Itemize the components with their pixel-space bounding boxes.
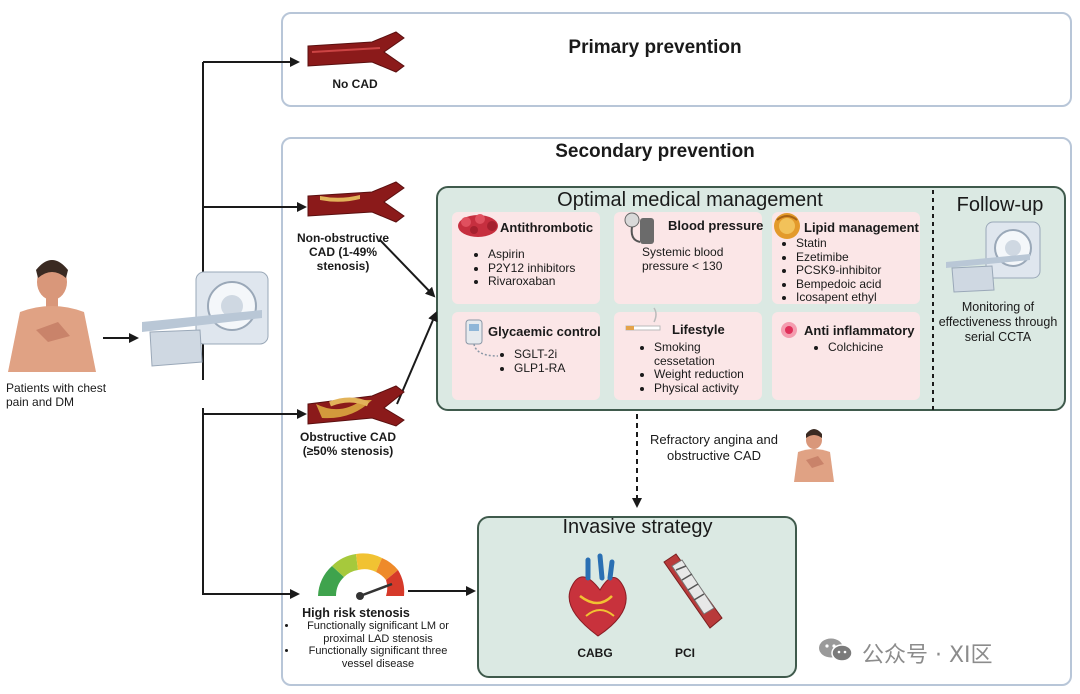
list-item: Aspirin	[488, 247, 575, 262]
card-antithrombotic-title: Antithrombotic	[500, 220, 594, 235]
non-obstructive-label: Non-obstructive CAD (1-49% stenosis)	[296, 231, 389, 273]
secondary-prevention-title: Secondary prevention	[555, 141, 755, 162]
card-antithrombotic-list: Aspirin P2Y12 inhibitors Rivaroxaban	[474, 247, 575, 289]
glucose-meter-icon	[465, 319, 499, 357]
card-lipid: Lipid management Statin Ezetimibe PCSK9-…	[772, 212, 920, 304]
high-risk-list: Functionally significant LM or proximal …	[286, 620, 458, 670]
followup-text: Monitoring of effectiveness through seri…	[938, 300, 1058, 344]
card-anti-inflammatory-title: Anti inflammatory	[804, 323, 915, 338]
omm-title: Optimal medical management	[557, 189, 823, 211]
list-item: P2Y12 inhibitors	[488, 261, 575, 276]
list-item: Bempedoic acid	[796, 277, 881, 292]
card-glycaemic-title: Glycaemic control	[488, 324, 601, 339]
card-lipid-title: Lipid management	[804, 220, 919, 235]
patient-icon	[8, 260, 96, 372]
list-item: Functionally significant three vessel di…	[298, 645, 458, 670]
patient-label: Patients with chest pain and DM	[6, 381, 107, 409]
list-item: Icosapent ethyl	[796, 290, 881, 305]
obstructive-label: Obstructive CAD (≥50% stenosis)	[299, 430, 397, 458]
ct-scanner-followup-icon	[946, 221, 1041, 293]
card-lifestyle-list: Smoking cessetation Weight reduction Phy…	[640, 340, 744, 396]
watermark: 公众号 · XI区	[818, 635, 1058, 668]
stent-icon	[663, 553, 723, 629]
inflammation-icon	[781, 322, 797, 338]
ct-scanner-icon	[142, 271, 269, 367]
list-item: Ezetimibe	[796, 250, 881, 265]
list-item: Functionally significant LM or proximal …	[298, 620, 458, 645]
list-item: SGLT-2i	[514, 347, 565, 362]
lipid-icon	[774, 213, 800, 239]
watermark-text: 公众号 · XI区	[862, 643, 993, 668]
list-item: Weight reduction	[654, 367, 744, 382]
followup-title: Follow-up	[956, 194, 1044, 216]
artery-non-obstructive-icon	[307, 181, 405, 223]
card-blood-pressure-text: Systemic blood pressure < 130	[642, 245, 724, 273]
invasive-title: Invasive strategy	[562, 516, 713, 538]
card-anti-inflammatory-list: Colchicine	[814, 340, 883, 355]
primary-prevention-box	[281, 12, 1072, 107]
card-lifestyle-title: Lifestyle	[672, 322, 725, 337]
refractory-label: Refractory angina and obstructive CAD	[650, 432, 778, 463]
no-cad-label: No CAD	[332, 77, 378, 91]
list-item: Colchicine	[828, 340, 883, 355]
wechat-icon	[818, 637, 854, 663]
invasive-box	[477, 516, 797, 678]
risk-gauge-icon	[318, 553, 405, 600]
heart-icon	[568, 553, 627, 637]
list-item: PCSK9-inhibitor	[796, 263, 881, 278]
blood-pressure-icon	[624, 212, 654, 244]
cabg-label: CABG	[577, 646, 613, 660]
list-item: GLP1-RA	[514, 361, 565, 376]
card-lipid-list: Statin Ezetimibe PCSK9-inhibitor Bempedo…	[782, 236, 881, 305]
list-item: Statin	[796, 236, 881, 251]
list-item: Physical activity	[654, 381, 744, 396]
high-risk-title: High risk stenosis	[302, 606, 410, 620]
card-anti-inflammatory: Anti inflammatory Colchicine	[772, 312, 920, 400]
cigarette-icon	[625, 307, 661, 331]
patient-small-icon	[794, 429, 834, 482]
card-blood-pressure: Blood pressure Systemic blood pressure <…	[614, 212, 764, 304]
pci-label: PCI	[674, 646, 695, 660]
list-item: Rivaroxaban	[488, 274, 575, 289]
artery-obstructive-icon	[307, 385, 405, 427]
primary-prevention-title: Primary prevention	[568, 37, 742, 58]
blood-clot-icon	[458, 214, 498, 237]
card-glycaemic-list: SGLT-2i GLP1-RA	[500, 347, 565, 376]
artery-no-cad-icon	[307, 31, 405, 73]
card-blood-pressure-title: Blood pressure	[668, 218, 764, 233]
list-item: Smoking cessetation	[654, 340, 744, 368]
